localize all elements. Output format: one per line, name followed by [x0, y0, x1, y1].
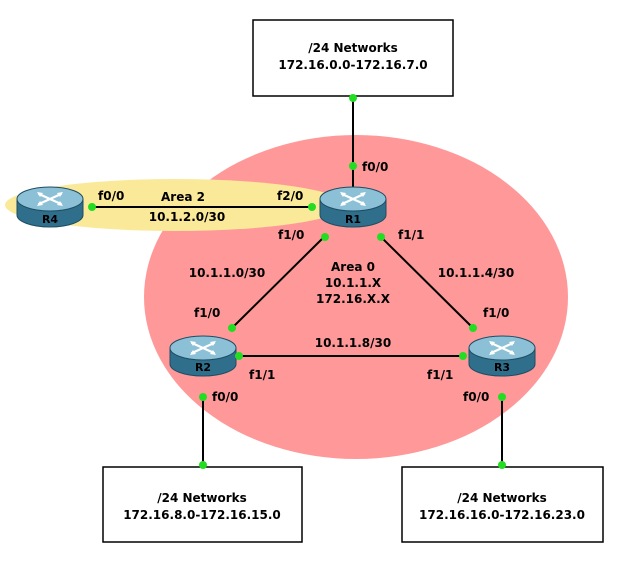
router-r1[interactable]: R1: [318, 185, 388, 229]
if-r1-f1-0: f1/0: [278, 228, 304, 242]
port-dot: [321, 233, 329, 241]
if-r3-f0-0: f0/0: [463, 390, 489, 404]
port-dot: [377, 233, 385, 241]
port-dot: [199, 393, 207, 401]
port-dot: [498, 393, 506, 401]
if-r2-f1-1: f1/1: [249, 368, 275, 382]
area-2-label: Area 2: [161, 190, 205, 204]
port-dot: [199, 461, 207, 469]
link-r1-r3: [379, 235, 474, 329]
router-r3-label: R3: [494, 361, 510, 374]
port-dot: [498, 461, 506, 469]
if-r1-f0-0: f0/0: [362, 160, 388, 174]
network-box-top-range: 172.16.0.0-172.16.7.0: [278, 58, 427, 72]
network-box-bottom-left-range: 172.16.8.0-172.16.15.0: [123, 508, 281, 522]
router-r4[interactable]: R4: [15, 185, 85, 229]
links: [92, 97, 503, 466]
port-dots: [88, 94, 506, 469]
if-r2-f0-0: f0/0: [212, 390, 238, 404]
area-0-label: Area 0: [331, 260, 375, 274]
if-r2-f1-0: f1/0: [194, 306, 220, 320]
router-r2-label: R2: [195, 361, 211, 374]
port-dot: [235, 352, 243, 360]
network-box-top: [252, 19, 454, 97]
network-box-bottom-left-title: /24 Networks: [157, 491, 247, 505]
port-dot: [308, 203, 316, 211]
port-dot: [88, 203, 96, 211]
router-r1-label: R1: [345, 213, 361, 226]
if-r1-f1-1: f1/1: [398, 228, 424, 242]
network-box-bottom-right-range: 172.16.16.0-172.16.23.0: [419, 508, 585, 522]
port-dot: [349, 162, 357, 170]
port-dot: [459, 352, 467, 360]
subnet-r4-r1: 10.1.2.0/30: [149, 210, 226, 224]
if-r4-f0-0: f0/0: [98, 189, 124, 203]
if-r3-f1-1: f1/1: [427, 368, 453, 382]
subnet-r1-r2: 10.1.1.0/30: [189, 266, 266, 280]
port-dot: [228, 324, 236, 332]
port-dot: [469, 324, 477, 332]
area-0-subnet-line-2: 172.16.X.X: [316, 292, 391, 306]
network-box-top-title: /24 Networks: [308, 41, 398, 55]
if-r1-f2-0: f2/0: [277, 189, 303, 203]
subnet-r2-r3: 10.1.1.8/30: [315, 336, 392, 350]
subnet-r1-r3: 10.1.1.4/30: [438, 266, 515, 280]
port-dot: [349, 94, 357, 102]
if-r3-f1-0: f1/0: [483, 306, 509, 320]
area-0-subnet-line: 10.1.1.X: [325, 276, 382, 290]
network-box-bottom-right-title: /24 Networks: [457, 491, 547, 505]
router-r3[interactable]: R3: [467, 334, 537, 378]
area-2-region: [5, 179, 345, 231]
link-r1-r2: [231, 235, 326, 329]
router-r4-label: R4: [42, 213, 58, 226]
network-box-bottom-left: [102, 466, 303, 543]
router-r2[interactable]: R2: [168, 334, 238, 378]
